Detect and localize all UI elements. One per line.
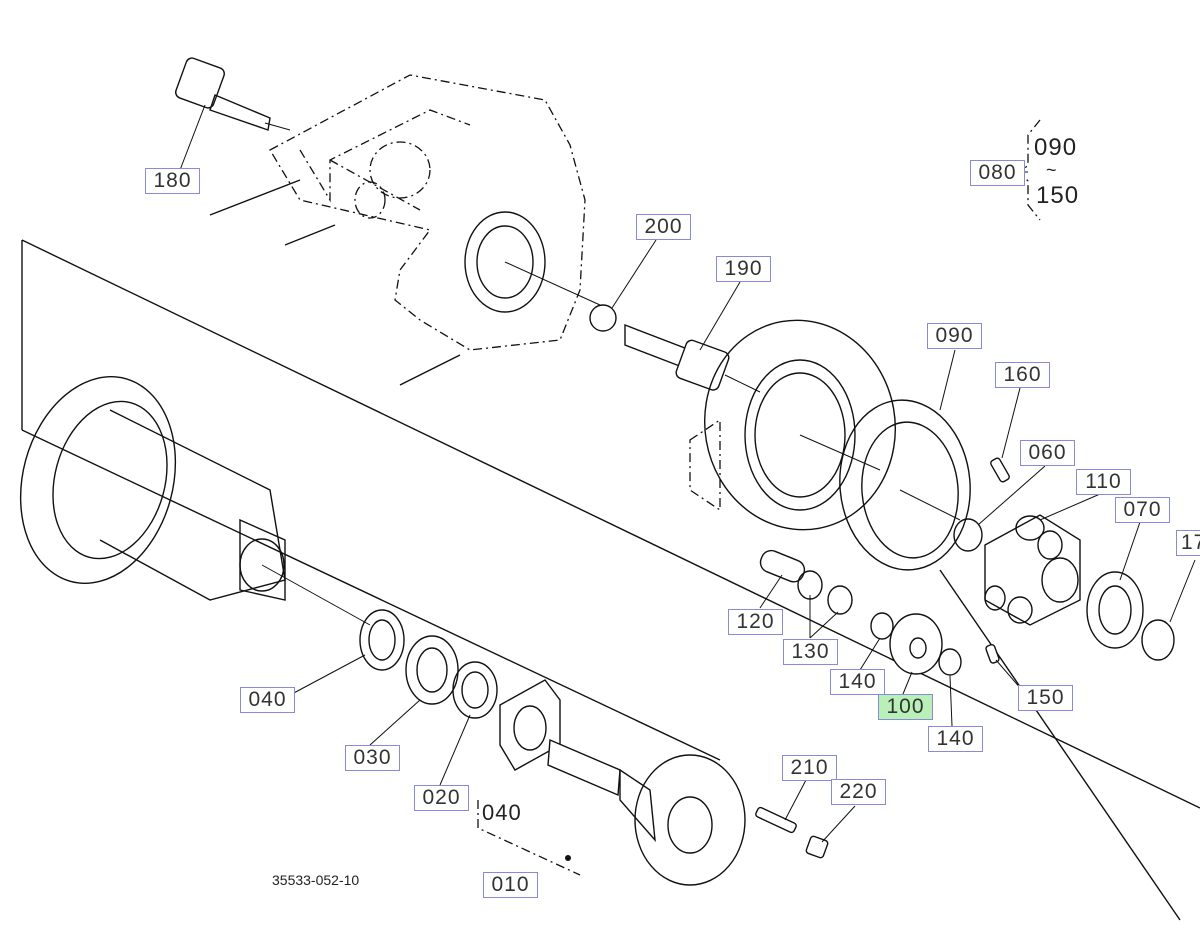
part-label-140b[interactable]: 140 — [928, 726, 983, 752]
circlip-200-drawing — [589, 304, 617, 332]
seal-020-drawing — [452, 661, 498, 719]
part-label-040[interactable]: 040 — [240, 687, 295, 713]
circlip-170-drawing — [1141, 619, 1175, 661]
pin-150-drawing — [985, 643, 1000, 664]
ring-gear-drawing — [839, 399, 971, 571]
part-label-120[interactable]: 120 — [728, 609, 783, 635]
washer-140a-drawing — [870, 612, 894, 640]
part-label-090[interactable]: 090 — [927, 323, 982, 349]
part-label-110[interactable]: 110 — [1076, 469, 1131, 495]
subset-note: 040 — [482, 800, 522, 825]
part-label-140a[interactable]: 140 — [830, 669, 885, 695]
part-label-080[interactable]: 080 — [970, 160, 1025, 186]
part-label-070[interactable]: 070 — [1115, 497, 1170, 523]
frame-top-edge — [21, 239, 1200, 809]
planet-gear-100-drawing — [889, 613, 943, 675]
group-range-end: 150 — [1036, 182, 1080, 209]
transmission-case-drawing — [209, 74, 601, 386]
part-label-030[interactable]: 030 — [345, 745, 400, 771]
seal-case-drawing — [499, 679, 561, 771]
part-label-020[interactable]: 020 — [414, 785, 469, 811]
axle-housing-drawing — [19, 376, 371, 626]
subset-bracket-drawing — [477, 800, 581, 876]
planet-carrier-drawing — [984, 514, 1081, 626]
bearing-070-drawing — [1086, 571, 1144, 649]
part-label-180[interactable]: 180 — [145, 168, 200, 194]
shaft-180-drawing — [175, 57, 291, 131]
part-label-100[interactable]: 100 — [878, 694, 933, 720]
part-label-150[interactable]: 150 — [1018, 685, 1073, 711]
part-label-160[interactable]: 160 — [995, 362, 1050, 388]
group-range-start: 090 — [1034, 134, 1078, 161]
washer-140b-drawing — [938, 648, 962, 676]
needle-bearing-130-drawing — [797, 570, 853, 615]
frame-right-edge — [939, 569, 1181, 921]
part-label-220[interactable]: 220 — [831, 779, 886, 805]
bearing-030-drawing — [405, 635, 459, 705]
seal-040-drawing — [359, 609, 405, 671]
reference-code: 35533-052-10 — [272, 872, 360, 888]
part-label-200[interactable]: 200 — [636, 214, 691, 240]
circlip-060-drawing — [953, 518, 983, 552]
frame-inner-edge — [21, 429, 721, 761]
axle-shaft-drawing — [547, 738, 746, 886]
collar-120-drawing — [759, 549, 806, 583]
hub-housing-drawing — [689, 319, 897, 531]
part-label-060[interactable]: 060 — [1020, 440, 1075, 466]
pin-160-drawing — [990, 457, 1010, 483]
part-label-130[interactable]: 130 — [783, 639, 838, 665]
part-label-210[interactable]: 210 — [782, 755, 837, 781]
leader-lines — [179, 104, 1196, 843]
part-label-190[interactable]: 190 — [716, 256, 771, 282]
shaft-190-drawing — [624, 323, 761, 393]
group-range-tilde: ~ — [1046, 160, 1058, 180]
part-label-010[interactable]: 010 — [483, 872, 538, 898]
bolt-210-drawing — [755, 806, 797, 834]
part-label-170[interactable]: 17 — [1176, 530, 1200, 556]
